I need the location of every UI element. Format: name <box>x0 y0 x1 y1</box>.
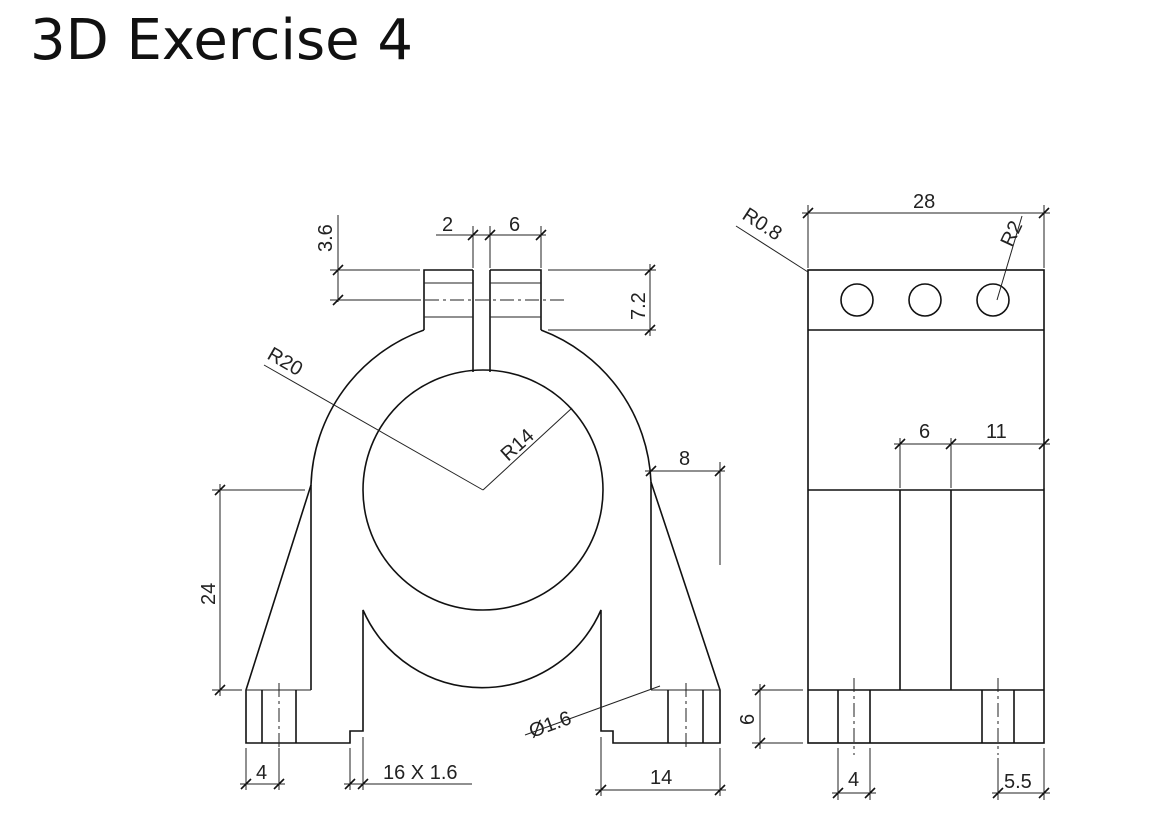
leader <box>735 225 809 273</box>
leader <box>263 364 484 491</box>
dimension-tick <box>644 324 656 336</box>
dim-8: 8 <box>679 448 690 470</box>
dimension-tick <box>214 484 226 496</box>
dimension-tick <box>1038 438 1050 450</box>
left-ear <box>423 269 473 330</box>
dimension-tick <box>240 778 252 790</box>
dimension-tick <box>1038 207 1050 219</box>
dimension-tick <box>864 787 876 799</box>
hole-3 <box>976 283 1010 317</box>
dimension-tick <box>802 207 814 219</box>
dimension-tick <box>344 778 356 790</box>
dim-r20: R20 <box>264 343 307 380</box>
leader <box>482 407 573 491</box>
dim-5-5: 5.5 <box>1004 771 1032 793</box>
dim-11: 11 <box>986 421 1007 443</box>
dim-phi-1-6: Ø1.6 <box>526 707 574 743</box>
dimension-tick <box>714 465 726 477</box>
dimension-tick <box>535 229 547 241</box>
dimension-tick <box>644 264 656 276</box>
dim-r0-8: R0.8 <box>738 204 785 245</box>
dim-7-2: 7.2 <box>628 292 650 320</box>
dim-16x1-6: 16 X 1.6 <box>383 762 458 784</box>
dimension-tick <box>467 229 479 241</box>
dimension-tick <box>273 778 285 790</box>
dimension-tick <box>484 229 496 241</box>
dimension-tick <box>332 294 344 306</box>
dim-28: 28 <box>913 191 935 213</box>
dimension-tick <box>214 684 226 696</box>
dim-14: 14 <box>650 767 672 789</box>
dimension-tick <box>754 737 766 749</box>
dim-4-front: 4 <box>256 762 267 784</box>
dim-6-top: 6 <box>509 214 520 236</box>
side-outline <box>807 269 1045 744</box>
front-dimensions: 3.6 2 6 7.2 R20 R14 8 24 Ø1.6 4 <box>198 214 726 796</box>
bore-circle <box>362 369 604 611</box>
hole-2 <box>908 283 942 317</box>
dim-4-side: 4 <box>848 769 859 791</box>
front-outline <box>245 329 721 744</box>
right-ear <box>490 269 542 330</box>
dimension-tick <box>332 264 344 276</box>
dimension-tick <box>894 438 906 450</box>
dimension-tick <box>714 784 726 796</box>
hole-1 <box>840 283 874 317</box>
dim-6-base: 6 <box>737 714 759 725</box>
dim-r2: R2 <box>997 218 1028 250</box>
dimension-tick <box>832 787 844 799</box>
dim-2: 2 <box>442 214 453 236</box>
dimension-tick <box>595 784 607 796</box>
leader <box>524 685 661 736</box>
dimension-ticks <box>214 207 1050 799</box>
page-title: 3D Exercise 4 <box>30 8 414 73</box>
dimension-tick <box>945 438 957 450</box>
dimension-tick <box>645 465 657 477</box>
side-view <box>807 269 1045 755</box>
leader <box>996 215 1023 301</box>
dimension-tick <box>754 684 766 696</box>
side-dimensions: 28 R0.8 R2 6 11 6 4 5.5 <box>735 191 1050 800</box>
dim-3-6: 3.6 <box>315 224 337 252</box>
dim-24: 24 <box>198 583 220 605</box>
dimension-tick <box>992 787 1004 799</box>
dimension-tick <box>1038 787 1050 799</box>
front-view <box>245 269 721 750</box>
dimension-tick <box>357 778 369 790</box>
dim-r14: R14 <box>497 425 539 466</box>
dim-6-side: 6 <box>919 421 930 443</box>
